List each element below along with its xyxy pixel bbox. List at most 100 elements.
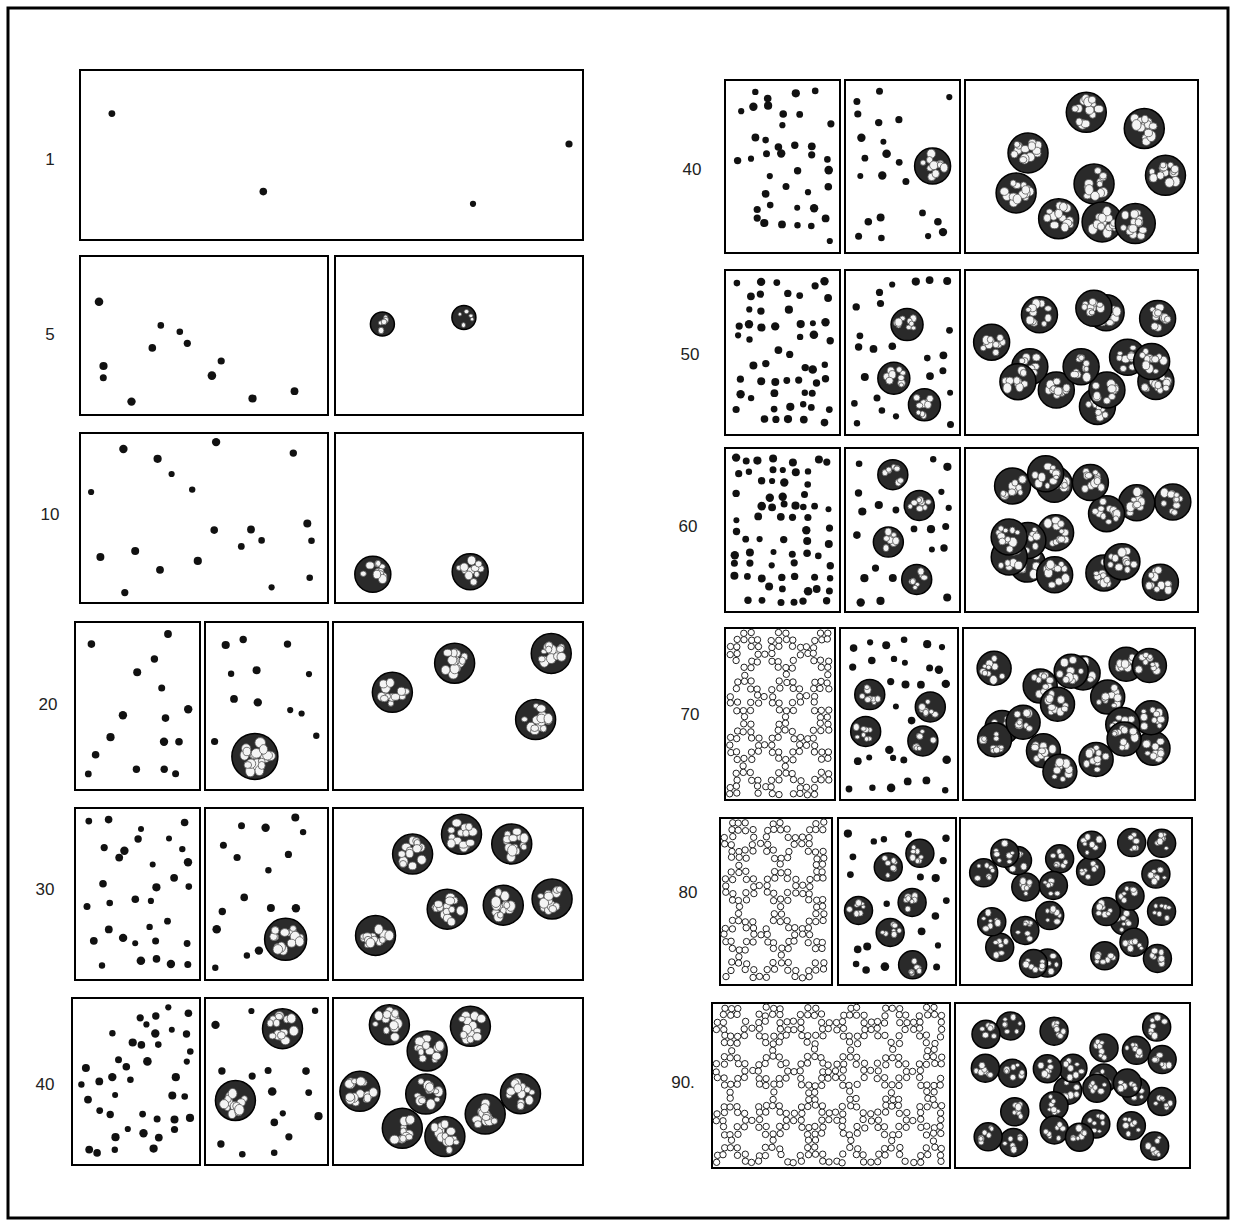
cell bbox=[1079, 355, 1085, 361]
placode-dot bbox=[942, 787, 948, 793]
cell-cluster bbox=[393, 834, 433, 874]
placode-dot bbox=[109, 110, 116, 117]
cell bbox=[1058, 521, 1065, 528]
cell bbox=[993, 747, 1000, 753]
placode-dot bbox=[904, 778, 912, 786]
placode-dot bbox=[780, 467, 786, 473]
cell bbox=[1152, 356, 1159, 363]
cell bbox=[762, 651, 768, 657]
cell bbox=[1083, 360, 1089, 366]
cell bbox=[1070, 371, 1078, 378]
cell bbox=[790, 749, 796, 755]
skin-panel bbox=[333, 622, 583, 790]
cell bbox=[818, 756, 824, 762]
cell bbox=[513, 828, 522, 835]
cell bbox=[820, 896, 826, 902]
placode-dot bbox=[878, 171, 886, 179]
cell bbox=[803, 784, 809, 790]
cell bbox=[1061, 658, 1069, 667]
cell bbox=[916, 403, 923, 409]
cell-cluster bbox=[996, 173, 1036, 213]
cell bbox=[379, 937, 385, 943]
placode-dot bbox=[861, 373, 869, 381]
cell bbox=[743, 897, 749, 903]
cell bbox=[990, 675, 998, 684]
cell bbox=[812, 679, 818, 685]
cell bbox=[764, 848, 770, 854]
placode-dot bbox=[746, 560, 753, 567]
cell bbox=[1032, 472, 1039, 479]
cell bbox=[1054, 565, 1061, 572]
placode-dot bbox=[90, 937, 98, 945]
placode-dot bbox=[745, 320, 753, 328]
placode-dot bbox=[794, 205, 800, 211]
placode-dot bbox=[757, 278, 765, 286]
cell bbox=[1123, 558, 1130, 565]
placode-dot bbox=[813, 585, 821, 593]
cell bbox=[1093, 470, 1098, 475]
placode-dot bbox=[804, 587, 813, 596]
cell bbox=[797, 790, 803, 796]
placode-dot bbox=[946, 505, 952, 511]
cell bbox=[1131, 561, 1138, 568]
cell bbox=[456, 906, 464, 915]
cell bbox=[897, 478, 903, 484]
cell bbox=[1154, 586, 1160, 592]
placode-dot bbox=[822, 215, 830, 223]
cell bbox=[494, 912, 503, 921]
skin-panel bbox=[965, 80, 1198, 253]
cell bbox=[470, 579, 477, 586]
placode-dot bbox=[169, 471, 175, 477]
cell bbox=[1141, 709, 1146, 713]
placode-dot bbox=[158, 322, 165, 329]
cell-cluster bbox=[382, 1108, 422, 1148]
placode-dot bbox=[772, 416, 779, 423]
cell bbox=[1078, 668, 1083, 674]
placode-dot bbox=[100, 374, 107, 381]
cell-cluster bbox=[450, 1006, 490, 1046]
cell bbox=[1085, 473, 1092, 479]
cell bbox=[765, 827, 771, 833]
cell bbox=[886, 467, 892, 472]
placode-dot bbox=[827, 562, 834, 569]
cell bbox=[1094, 756, 1101, 763]
placode-dot bbox=[184, 1059, 190, 1065]
cell bbox=[1086, 401, 1092, 407]
cell bbox=[259, 745, 267, 755]
cell bbox=[784, 854, 790, 860]
cell bbox=[994, 736, 999, 741]
cell bbox=[898, 375, 904, 381]
placode-dot bbox=[106, 900, 113, 907]
cell bbox=[1111, 703, 1116, 707]
cell bbox=[913, 395, 920, 401]
cell bbox=[916, 506, 923, 512]
cell-cluster bbox=[1028, 456, 1064, 492]
cell bbox=[818, 769, 824, 775]
cell bbox=[1141, 384, 1148, 392]
placode-dot bbox=[805, 468, 811, 474]
placode-dot bbox=[813, 379, 820, 386]
cell bbox=[782, 714, 788, 720]
placode-dot bbox=[919, 210, 926, 217]
placode-dot bbox=[791, 559, 798, 566]
cell bbox=[818, 707, 824, 713]
cell bbox=[1171, 165, 1179, 173]
cell bbox=[757, 840, 763, 846]
cell bbox=[769, 650, 775, 656]
cell bbox=[741, 637, 747, 643]
placode-dot bbox=[901, 636, 908, 643]
placode-dot bbox=[800, 416, 808, 424]
placode-dot bbox=[120, 847, 128, 855]
placode-dot bbox=[151, 1029, 159, 1037]
cell bbox=[356, 1077, 365, 1086]
cell bbox=[727, 742, 733, 748]
skin-panel bbox=[725, 448, 840, 612]
cell bbox=[1125, 560, 1131, 566]
cell bbox=[859, 694, 865, 699]
panel-border bbox=[965, 80, 1198, 253]
placode-dot bbox=[306, 671, 312, 677]
placode-dot bbox=[761, 415, 769, 423]
placode-dot bbox=[253, 666, 261, 674]
cell bbox=[734, 790, 740, 796]
cell-cluster bbox=[442, 814, 482, 854]
